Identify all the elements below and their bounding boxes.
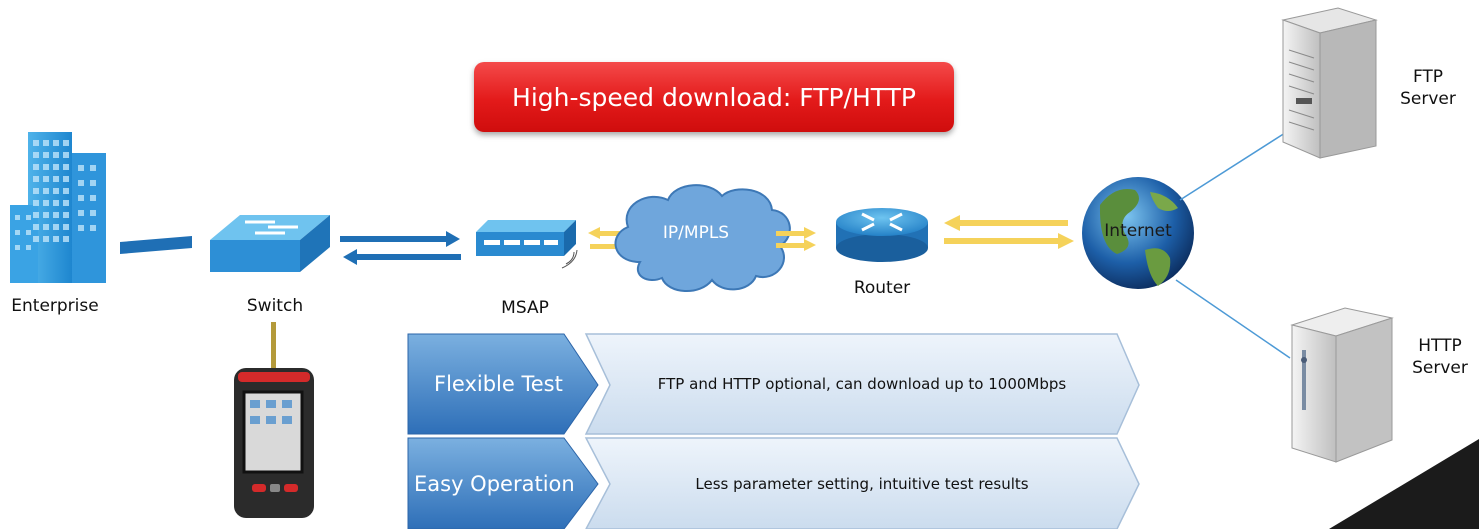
cloud-router-arrows xyxy=(776,227,816,251)
ftp-server-label: FTP Server xyxy=(1388,66,1468,110)
enterprise-label: Enterprise xyxy=(11,296,99,316)
enterprise-building-icon xyxy=(10,132,106,283)
switch-icon xyxy=(210,215,330,272)
http-server-label: HTTP Server xyxy=(1402,335,1478,379)
globe-http-link xyxy=(1175,279,1291,359)
internet-label: Internet xyxy=(1104,221,1172,241)
switch-label: Switch xyxy=(246,296,304,316)
feature-description-2: Less parameter setting, intuitive test r… xyxy=(695,474,1029,493)
cloud-label: IP/MPLS xyxy=(662,223,730,243)
http-server-label-line-1: HTTP xyxy=(1418,336,1462,356)
msap-label: MSAP xyxy=(501,298,549,318)
globe-ftp-link xyxy=(1179,132,1286,201)
enterprise-link xyxy=(120,236,192,254)
feature-name-2: Easy Operation xyxy=(414,471,575,496)
internet-globe-icon xyxy=(1082,177,1194,289)
msap-cloud-arrows xyxy=(588,227,628,249)
tester-cable xyxy=(271,322,276,368)
feature-row-2-shape xyxy=(407,437,1140,529)
http-server-label-line-2: Server xyxy=(1412,358,1468,378)
ftp-server-label-line-2: Server xyxy=(1400,89,1456,109)
feature-description-1: FTP and HTTP optional, can download up t… xyxy=(657,375,1067,393)
feature-row-1-shape xyxy=(407,333,1140,435)
msap-icon xyxy=(476,220,578,269)
title-banner: High-speed download: FTP/HTTP xyxy=(474,62,954,132)
router-icon xyxy=(836,208,928,262)
ftp-server-label-line-1: FTP xyxy=(1412,67,1444,87)
feature-name-1: Flexible Test xyxy=(434,372,563,396)
ip-mpls-cloud-icon xyxy=(614,184,791,293)
banner-title: High-speed download: FTP/HTTP xyxy=(512,82,916,112)
router-label: Router xyxy=(853,278,911,298)
switch-msap-arrows xyxy=(340,231,461,265)
router-internet-arrows xyxy=(944,215,1074,249)
handheld-tester-icon xyxy=(234,368,314,518)
ftp-server-icon xyxy=(1281,7,1378,159)
http-server-icon xyxy=(1290,307,1394,463)
